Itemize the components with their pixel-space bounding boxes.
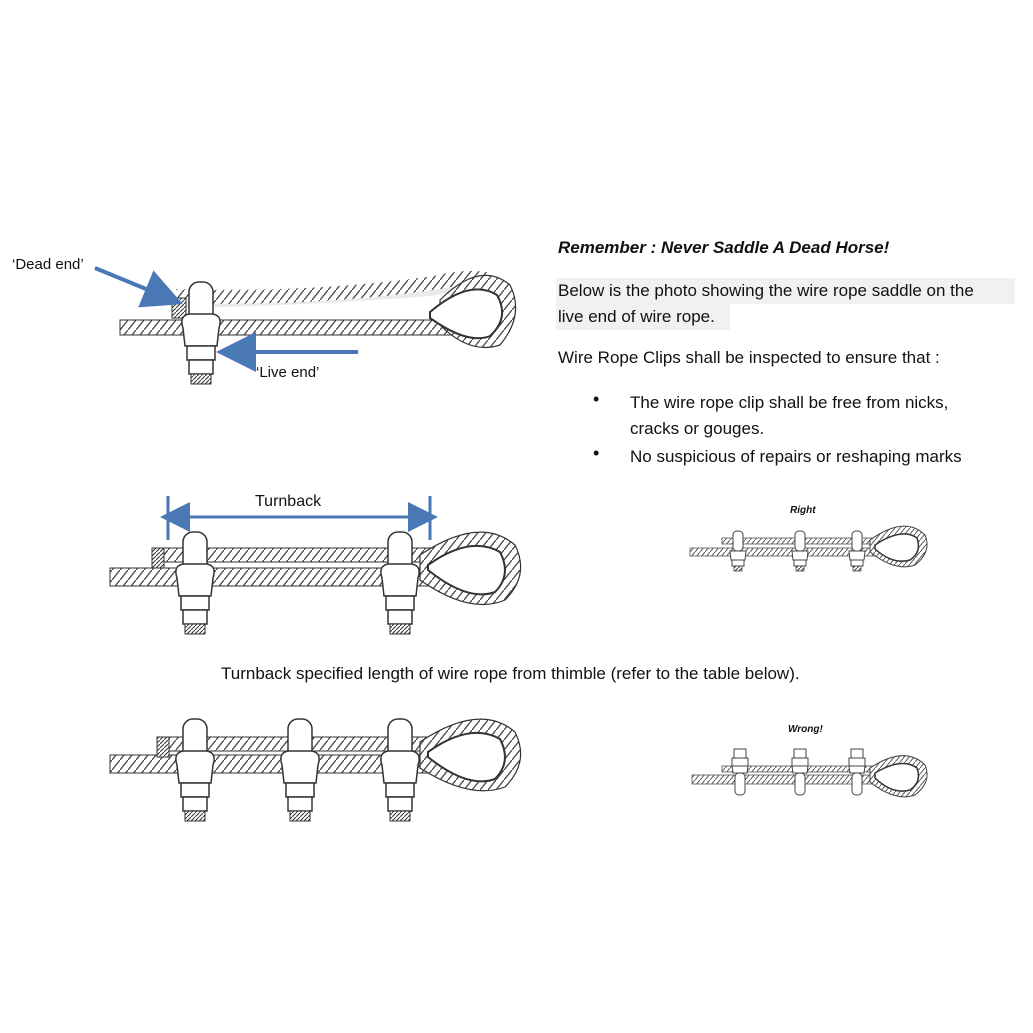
right-label: Right xyxy=(790,505,816,516)
para1-line1: Below is the photo showing the wire rope… xyxy=(556,278,1015,304)
bullet-dot-2: • xyxy=(593,443,600,463)
bullet1-line2: cracks or gouges. xyxy=(630,419,765,438)
para2: Wire Rope Clips shall be inspected to en… xyxy=(558,348,940,367)
figure-right-small xyxy=(689,525,928,572)
dead-end-arrow xyxy=(94,266,183,308)
bullet-dot-1: • xyxy=(593,389,600,409)
wrong-label: Wrong! xyxy=(788,724,823,735)
caption: Turnback specified length of wire rope f… xyxy=(221,664,800,683)
bullet1-line1: The wire rope clip shall be free from ni… xyxy=(630,393,949,412)
figure-wrong-small xyxy=(691,748,928,798)
dead-end-label: ‘Dead end’ xyxy=(12,256,84,273)
figure-single-clip xyxy=(119,270,517,385)
live-end-label: ‘Live end’ xyxy=(256,364,320,381)
turnback-label: Turnback xyxy=(255,493,322,510)
bullet2: No suspicious of repairs or reshaping ma… xyxy=(630,447,962,466)
figure-turnback xyxy=(109,531,522,635)
arrows xyxy=(94,266,438,540)
heading: Remember : Never Saddle A Dead Horse! xyxy=(558,238,890,257)
figure-three-clips xyxy=(109,718,522,822)
para1-line2: live end of wire rope. xyxy=(556,304,730,330)
